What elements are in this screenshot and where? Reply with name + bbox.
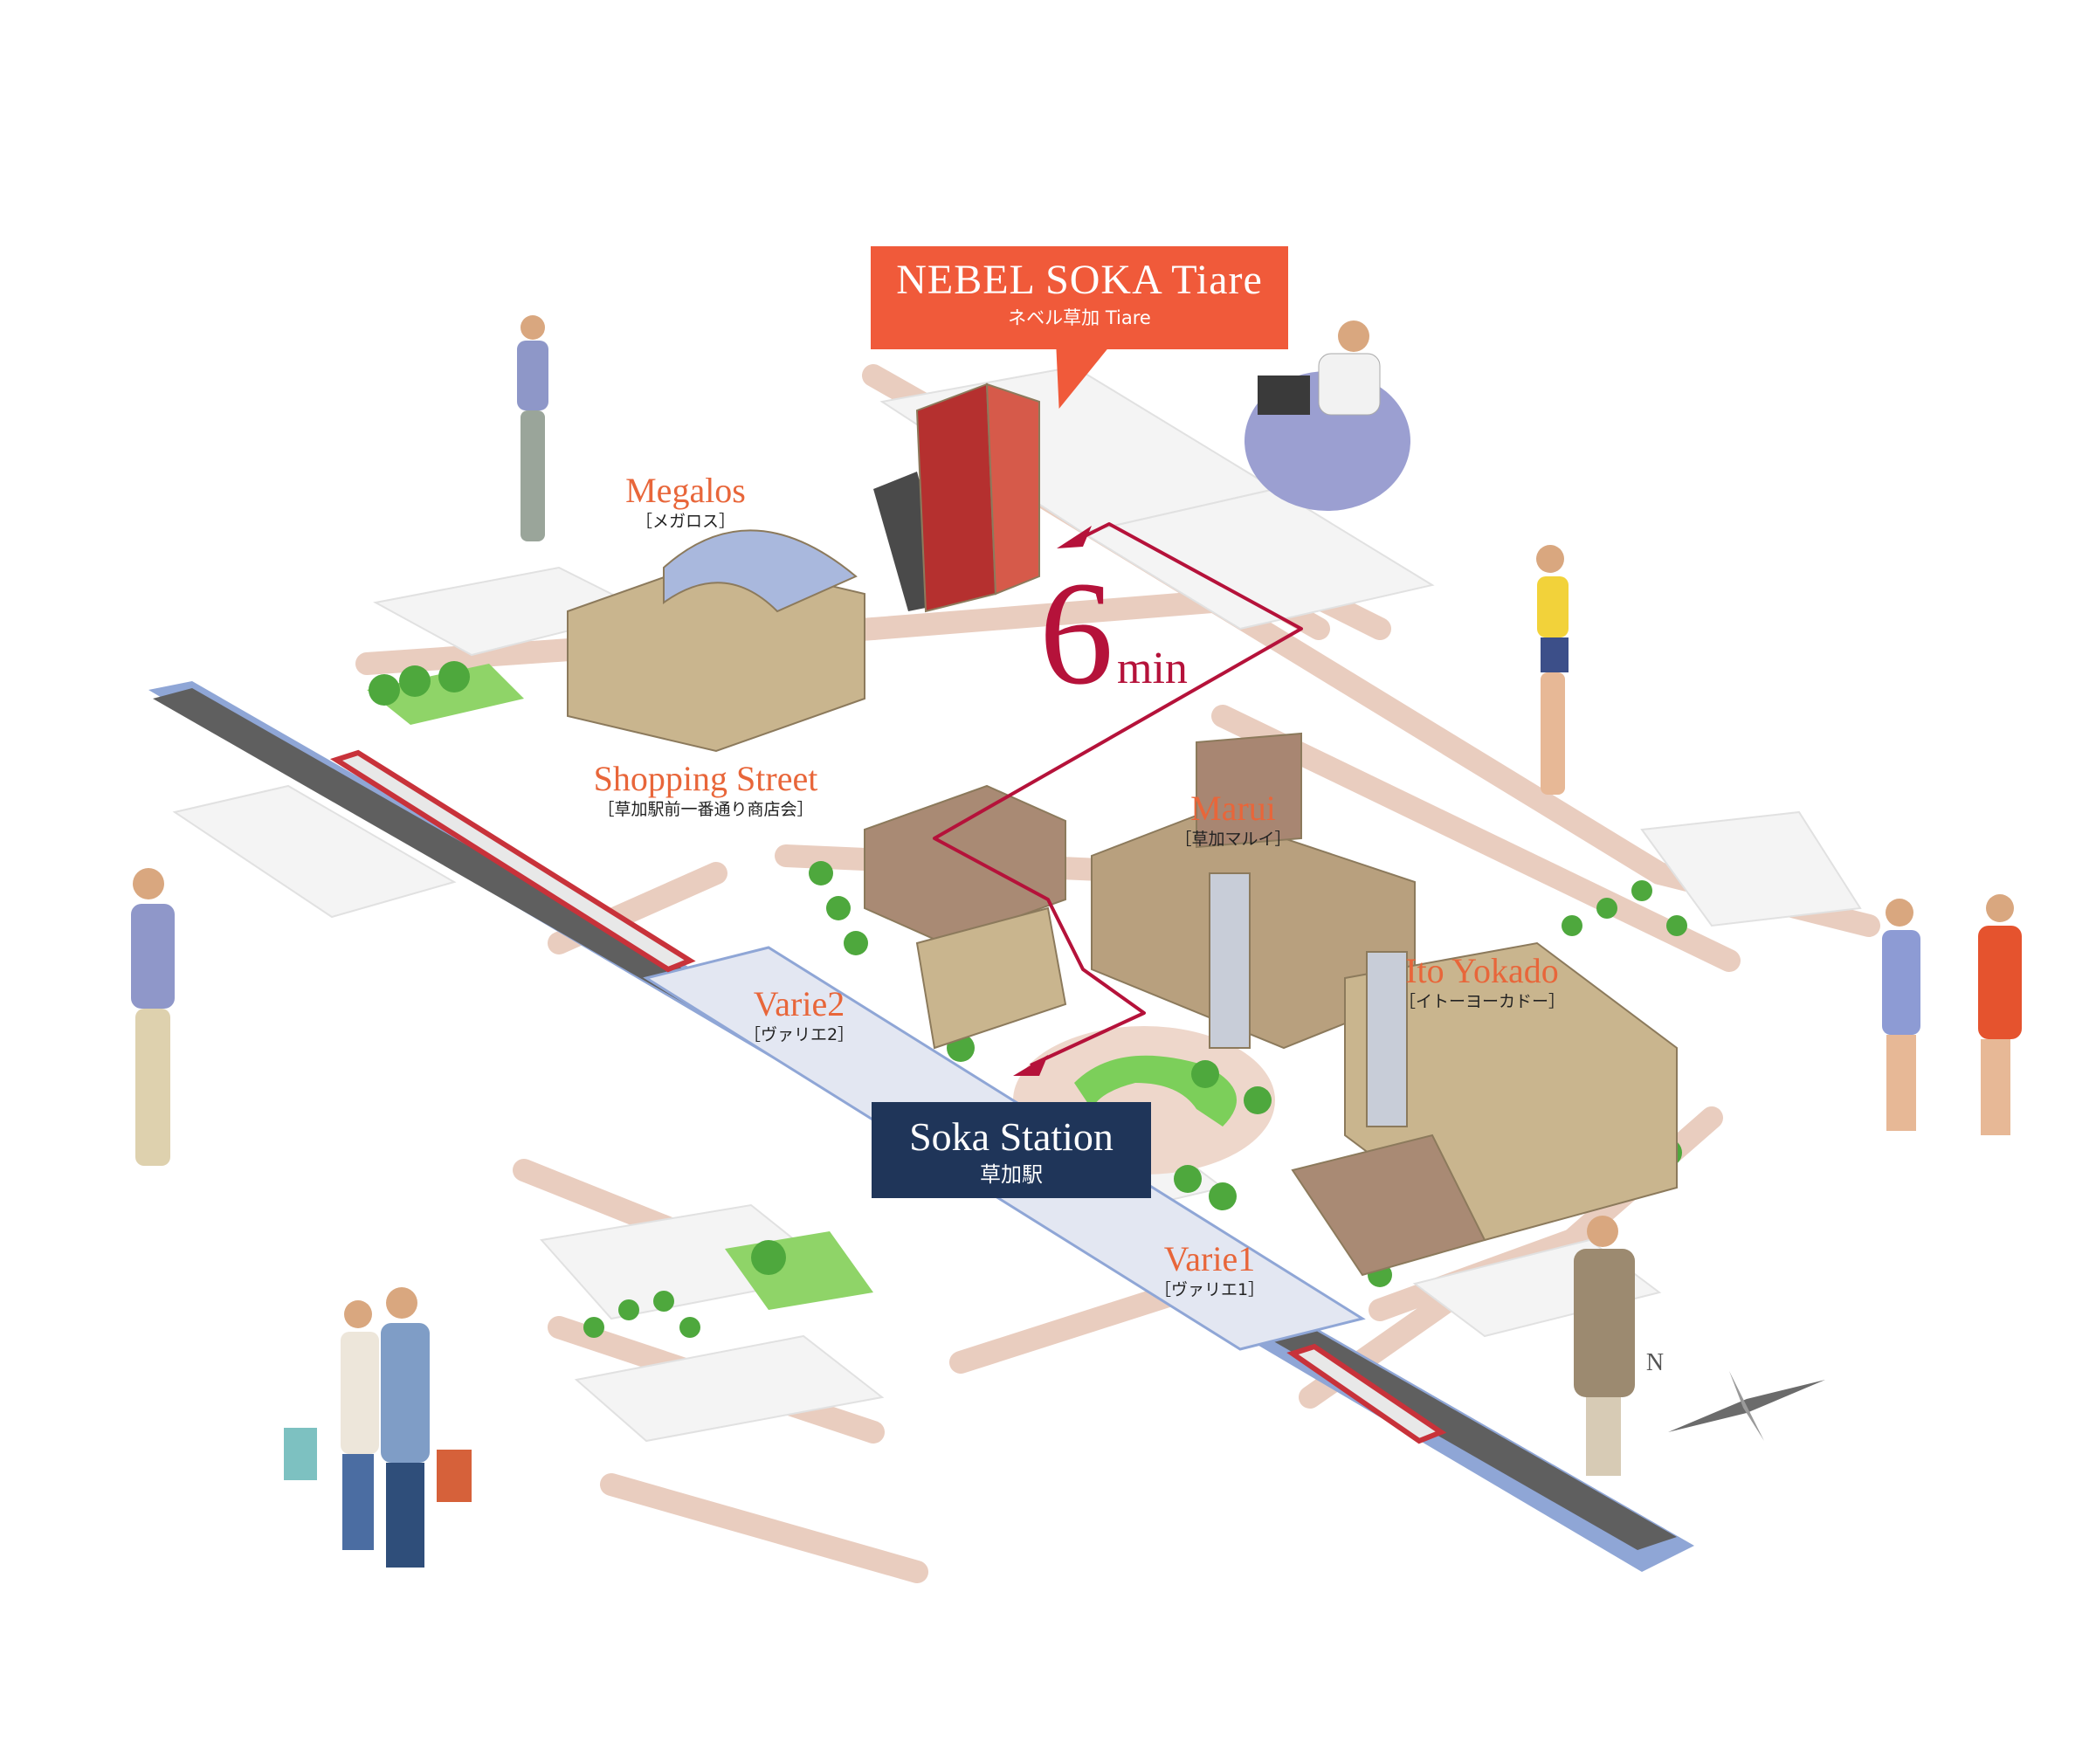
destination-name-ja: ネベル草加 Tiare — [1008, 307, 1151, 328]
person-barista — [1574, 1216, 1635, 1476]
building-marui-tall — [1196, 732, 1302, 849]
walk-time-label: 6min — [1039, 559, 1188, 707]
walk-time-value: 6 — [1039, 551, 1114, 715]
tree — [653, 1291, 674, 1312]
landmark-megalos: Megalos ［メガロス］ — [625, 472, 746, 533]
compass-rose — [1668, 1371, 1825, 1441]
building-ito-yokado-west — [1291, 1134, 1486, 1277]
landmark-name-en: Shopping Street — [593, 759, 818, 798]
tree — [438, 661, 470, 693]
route-arrow-end — [1013, 1055, 1048, 1076]
landmark-name-en: Ito Yokado — [1405, 951, 1559, 990]
illustrated-people — [131, 315, 2022, 1568]
tree — [679, 1317, 700, 1338]
tower-nebel-front — [915, 382, 997, 613]
person-phone-woman — [131, 868, 175, 1166]
station-name-en: Soka Station — [909, 1114, 1114, 1159]
tree — [826, 896, 851, 920]
tree — [369, 674, 400, 706]
route-arrow-start — [1057, 526, 1092, 548]
tree — [1244, 1086, 1272, 1114]
tree — [1562, 915, 1582, 936]
tree — [618, 1299, 639, 1320]
block — [574, 1334, 885, 1443]
landmark-varie1: Varie1 ［ヴァリエ1］ — [1155, 1240, 1265, 1301]
marui-cylinder-tower — [1209, 872, 1251, 1049]
tree — [399, 665, 431, 697]
destination-name-en: NEBEL SOKA Tiare — [896, 257, 1263, 303]
compass-north-label: N — [1645, 1349, 1665, 1376]
landmark-name-en: Marui — [1190, 789, 1276, 828]
building-megalos-dome — [663, 529, 858, 613]
compass-needle-short — [1729, 1371, 1764, 1441]
landmark-name-en: Megalos — [625, 471, 746, 510]
tree — [1174, 1165, 1202, 1193]
road — [600, 1473, 928, 1583]
landmark-name-ja: ［ヴァリエ1］ — [1154, 1280, 1265, 1299]
landmark-name-ja: ［草加マルイ］ — [1175, 830, 1292, 849]
tower-nebel-side — [985, 382, 1040, 596]
tree — [1191, 1060, 1219, 1088]
walking-route — [933, 522, 1303, 1067]
person-yoga — [517, 315, 548, 541]
tree — [1666, 915, 1687, 936]
tree — [1631, 880, 1652, 901]
park-north — [367, 664, 524, 725]
landmark-marui: Marui ［草加マルイ］ — [1175, 789, 1291, 851]
person-shopping-pair — [1882, 894, 2022, 1135]
landmark-varie2: Varie2 ［ヴァリエ2］ — [744, 985, 854, 1046]
person-runner — [1536, 545, 1569, 795]
landmark-name-ja: ［草加駅前一番通り商店会］ — [597, 800, 814, 819]
buildings — [567, 382, 1678, 1277]
landmark-ito-yokado: Ito Yokado ［イトーヨーカドー］ — [1399, 952, 1565, 1013]
building-marui-annex — [915, 906, 1067, 1050]
ito-yokado-cylinder — [1366, 951, 1408, 1127]
tree — [1209, 1182, 1237, 1210]
tree — [751, 1240, 786, 1275]
train-south — [1286, 1343, 1447, 1444]
tree — [583, 1317, 604, 1338]
building-shopping-row — [864, 784, 1066, 945]
landmark-name-en: Varie1 — [1163, 1239, 1256, 1278]
destination-callout: NEBEL SOKA Tiare ネベル草加 Tiare — [871, 246, 1288, 349]
block — [172, 784, 457, 919]
person-laptop — [1244, 320, 1410, 511]
person-couple — [284, 1287, 472, 1568]
walk-time-unit: min — [1117, 644, 1188, 693]
landmark-name-ja: ［メガロス］ — [635, 512, 736, 531]
tree — [844, 931, 868, 955]
train-north — [329, 749, 696, 973]
road — [949, 1281, 1190, 1374]
landmark-name-ja: ［ヴァリエ2］ — [743, 1025, 855, 1044]
station-name-ja: 草加駅 — [980, 1162, 1043, 1187]
station-label-box: Soka Station 草加駅 — [872, 1102, 1151, 1198]
landmark-name-en: Varie2 — [753, 984, 845, 1023]
block — [1640, 810, 1862, 927]
block — [1080, 487, 1435, 630]
tree — [809, 861, 833, 885]
landmark-name-ja: ［イトーヨーカドー］ — [1398, 992, 1566, 1011]
road — [1211, 705, 1741, 972]
tree — [1596, 898, 1617, 919]
landmark-shopping-street: Shopping Street ［草加駅前一番通り商店会］ — [594, 760, 818, 821]
